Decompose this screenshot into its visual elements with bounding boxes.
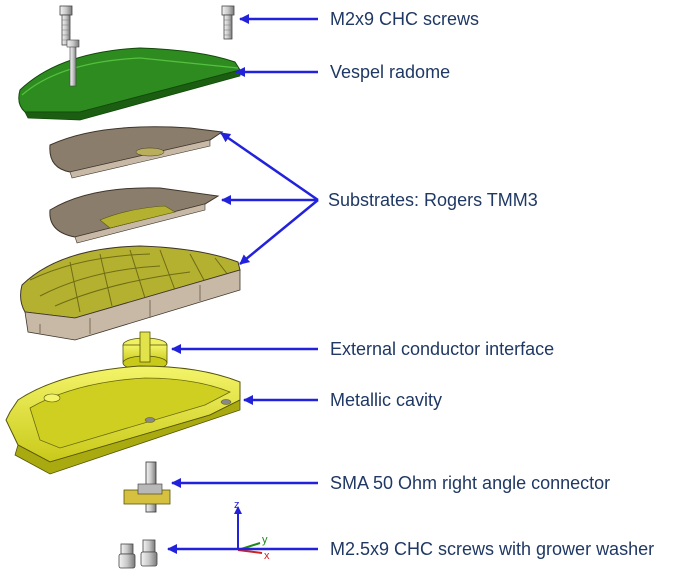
label-connector: SMA 50 Ohm right angle connector bbox=[330, 473, 611, 493]
label-conductor: External conductor interface bbox=[330, 339, 555, 359]
label-radome: Vespel radome bbox=[330, 62, 451, 82]
arrow-substrate-1 bbox=[220, 131, 319, 202]
external-conductor-interface bbox=[122, 331, 168, 371]
axis-x-label: x bbox=[264, 550, 270, 562]
sma-connector bbox=[123, 461, 171, 513]
label-screws-bottom: M2.5x9 CHC screws with grower washer bbox=[330, 539, 655, 559]
substrate-patch-layer bbox=[20, 245, 241, 341]
metallic-cavity bbox=[5, 365, 241, 475]
screw-top-left bbox=[59, 5, 73, 46]
axis-triad: z y x bbox=[234, 499, 270, 562]
axis-z-label: z bbox=[234, 499, 240, 511]
label-substrates: Substrates: Rogers TMM3 bbox=[328, 190, 538, 210]
screw-bottom-right bbox=[140, 539, 158, 567]
vespel-radome bbox=[18, 39, 241, 121]
label-screws-top: M2x9 CHC screws bbox=[330, 9, 480, 29]
screw-top-right bbox=[221, 5, 235, 40]
arrow-substrate-3 bbox=[239, 199, 319, 265]
screw-bottom-left bbox=[118, 543, 136, 569]
substrate-layer-1 bbox=[49, 126, 224, 179]
label-cavity: Metallic cavity bbox=[330, 390, 443, 410]
substrate-layer-2 bbox=[49, 187, 220, 244]
axis-y-label: y bbox=[262, 534, 268, 546]
callout-arrows bbox=[167, 14, 319, 554]
